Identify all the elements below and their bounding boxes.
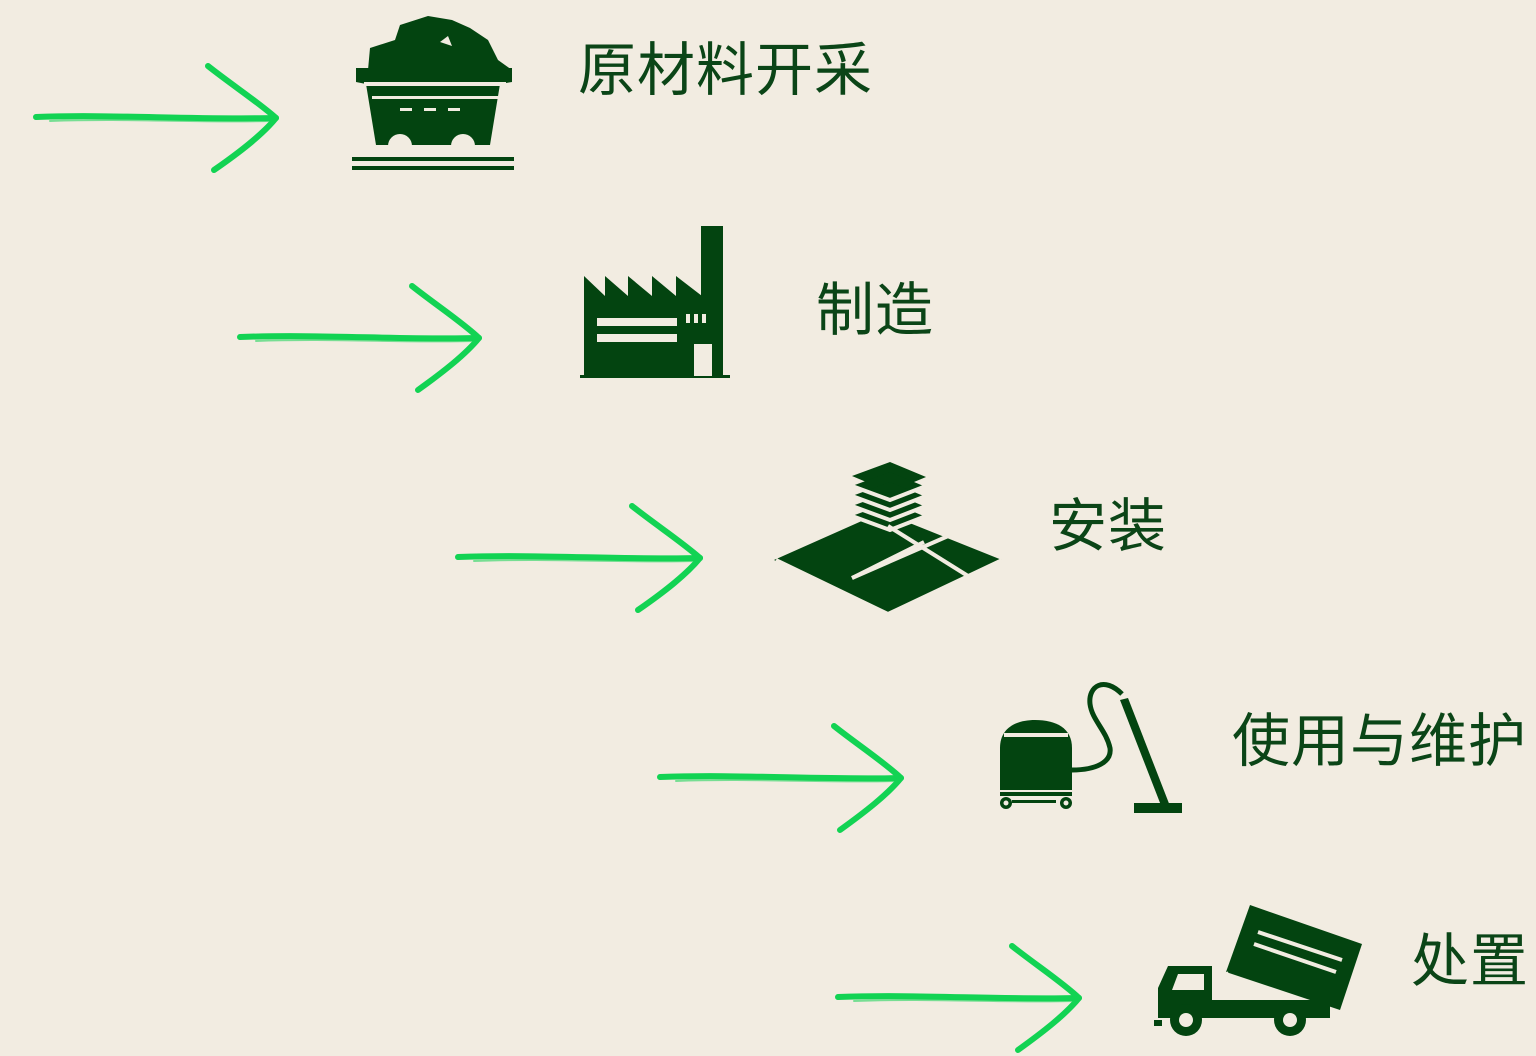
stage-label-manufacturing: 制造 bbox=[816, 276, 935, 344]
stage-label-use-and-maintenance: 使用与维护 bbox=[1232, 707, 1528, 775]
arrow-to-installation bbox=[455, 503, 703, 613]
stage-label-installation: 安装 bbox=[1049, 492, 1168, 560]
factory-icon bbox=[580, 226, 730, 378]
mine-cart-icon bbox=[352, 16, 514, 170]
dump-truck-icon bbox=[1154, 905, 1362, 1036]
stage-label-disposal: 处置 bbox=[1411, 927, 1530, 995]
arrow-to-manufacturing bbox=[237, 283, 482, 393]
tiles-install-icon bbox=[774, 462, 1003, 617]
arrow-to-mining bbox=[33, 63, 279, 173]
stage-label-raw-material-extraction: 原材料开采 bbox=[578, 36, 874, 104]
arrow-to-disposal bbox=[835, 943, 1082, 1053]
vacuum-cleaner-icon bbox=[1000, 682, 1182, 813]
arrow-to-use-maintenance bbox=[657, 723, 904, 833]
